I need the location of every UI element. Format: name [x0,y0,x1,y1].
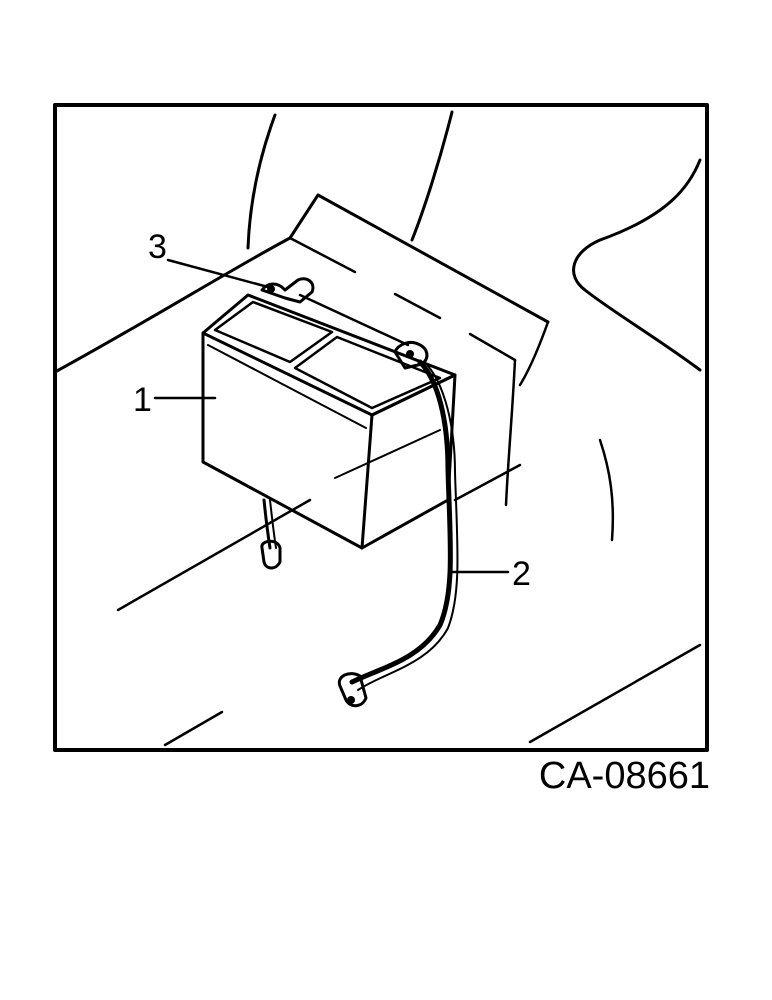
callout-1-label: 1 [133,381,152,419]
vehicle-body-contours [53,110,702,747]
leader-line-3 [166,258,270,289]
callout-3-label: 3 [148,228,167,266]
cable-lug-icon [347,696,355,704]
figure-code: CA-08661 [539,755,710,797]
ground-lead [260,498,282,570]
terminal-post-icon [406,350,414,358]
battery [201,293,457,550]
diagram-frame [53,103,709,752]
battery-cable [337,359,459,708]
callout-2-label: 2 [512,555,531,593]
